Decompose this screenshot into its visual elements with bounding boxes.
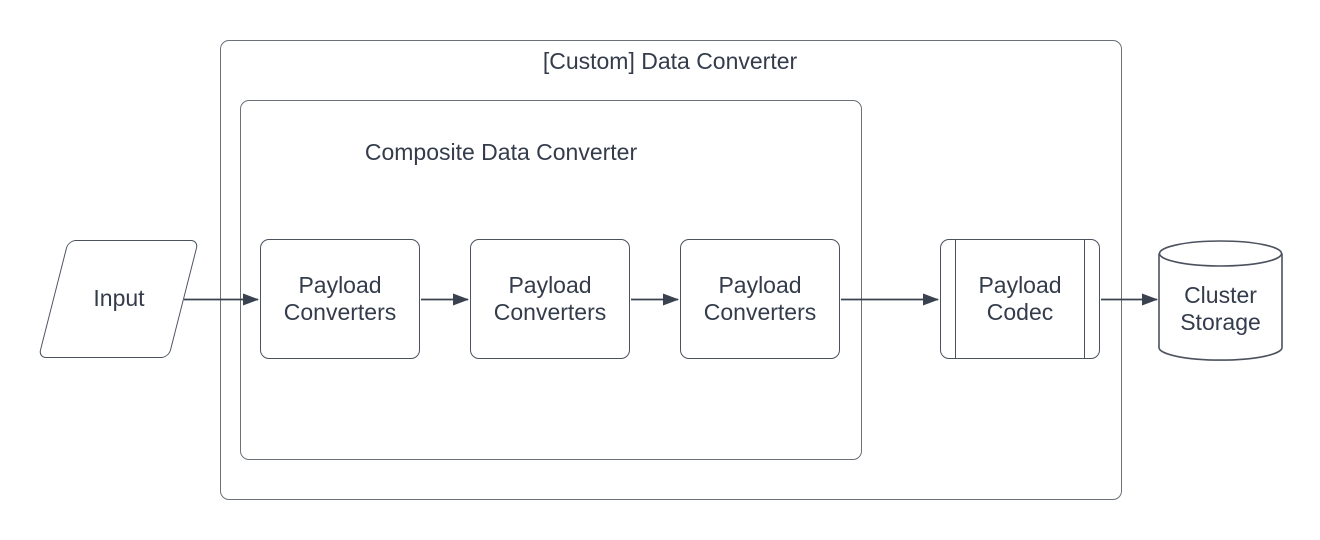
payload-converters-1-line2: Converters (283, 299, 397, 325)
cluster-storage-label: Cluster Storage (1159, 282, 1282, 336)
payload-codec-right-inset-line (1084, 240, 1085, 358)
payload-codec-line1: Payload (978, 272, 1062, 298)
cluster-storage-line2: Storage (1180, 309, 1261, 335)
payload-converters-2-label: Payload Converters (470, 272, 630, 326)
payload-converters-3-line2: Converters (703, 299, 817, 325)
payload-converters-1-line1: Payload (298, 272, 382, 298)
input-label: Input (93, 285, 145, 311)
payload-converters-1-label: Payload Converters (260, 272, 420, 326)
custom-data-converter-title: [Custom] Data Converter (542, 48, 798, 74)
composite-data-converter-container (240, 100, 862, 460)
payload-converters-1-box (260, 239, 420, 359)
payload-codec-box (940, 239, 1100, 359)
payload-codec-line2: Codec (986, 299, 1054, 325)
payload-codec-label: Payload Codec (940, 272, 1100, 326)
cluster-storage-line1: Cluster (1184, 282, 1257, 308)
payload-converters-2-line1: Payload (508, 272, 592, 298)
payload-converters-2-line2: Converters (493, 299, 607, 325)
payload-codec-left-inset-line (955, 240, 956, 358)
payload-converters-3-label: Payload Converters (680, 272, 840, 326)
cylinder-top (1158, 240, 1283, 267)
payload-converters-2-box (470, 239, 630, 359)
composite-data-converter-title: Composite Data Converter (364, 139, 638, 165)
payload-converters-3-line1: Payload (718, 272, 802, 298)
custom-data-converter-container (220, 40, 1122, 500)
payload-converters-3-box (680, 239, 840, 359)
